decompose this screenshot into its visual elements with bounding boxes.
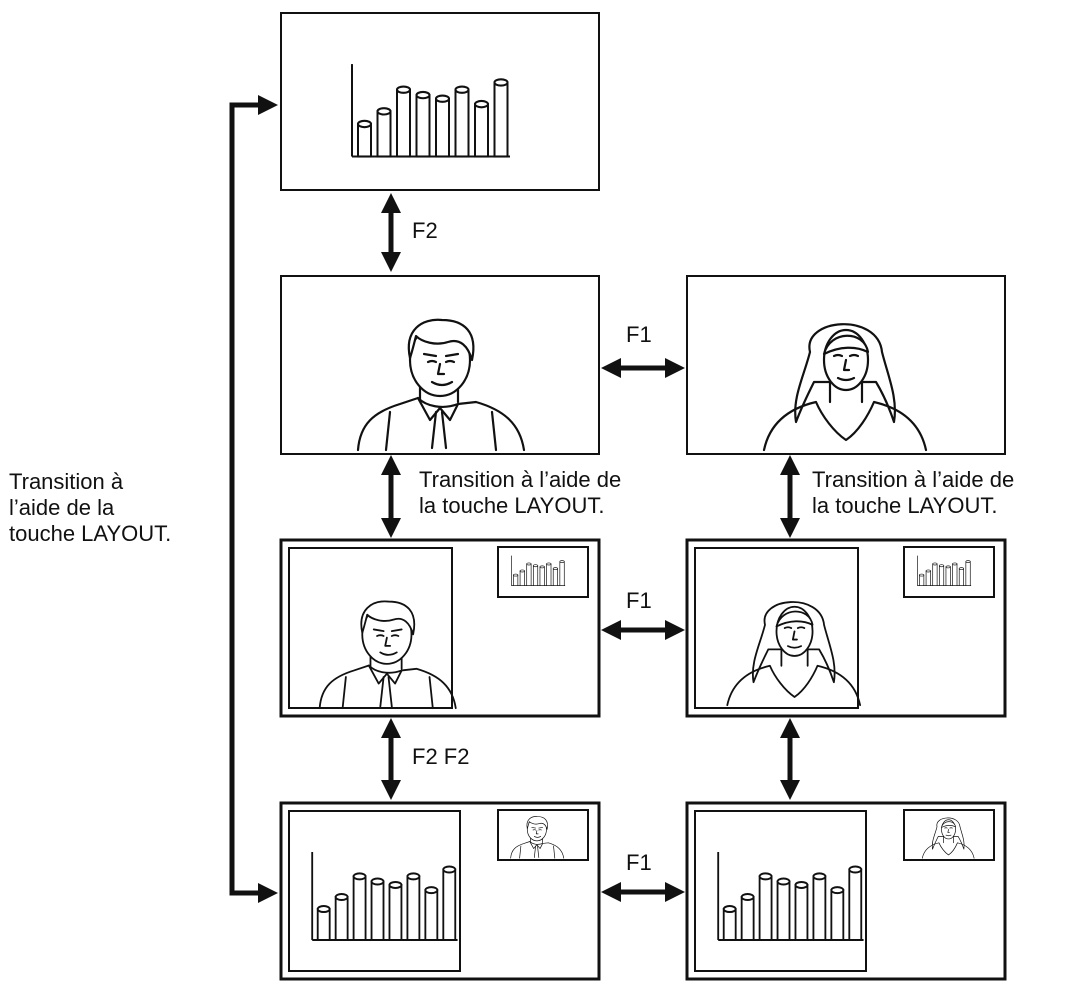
chart-screen [280,12,600,191]
woman-screen [686,275,1006,455]
arrow-layout-left [229,95,278,903]
man-pip-chart-screen [279,538,601,718]
label-f1-row2: F1 [626,588,652,613]
chart-pip-man-screen [279,801,601,981]
label-line: la touche LAYOUT. [812,493,998,518]
label-line: l’aide de la [9,495,115,520]
chart-pip-woman-screen [685,801,1007,981]
woman-pip-chart-screen [685,538,1007,718]
label-f1-row3: F1 [626,850,652,875]
man-screen [280,275,600,455]
label-layout-mid: Transition à l’aide de la touche LAYOUT. [419,467,621,519]
label-layout-left: Transition à l’aide de la touche LAYOUT. [9,469,171,547]
label-f2-top: F2 [412,218,438,243]
label-layout-right: Transition à l’aide de la touche LAYOUT. [812,467,1014,519]
label-f1-row1: F1 [626,322,652,347]
label-line: Transition à l’aide de [812,467,1015,492]
label-line: touche LAYOUT. [9,521,172,546]
label-line: Transition à l’aide de [419,467,622,492]
label-line: Transition à [9,469,124,494]
label-line: la touche LAYOUT. [419,493,605,518]
label-f2f2: F2 F2 [412,744,470,769]
